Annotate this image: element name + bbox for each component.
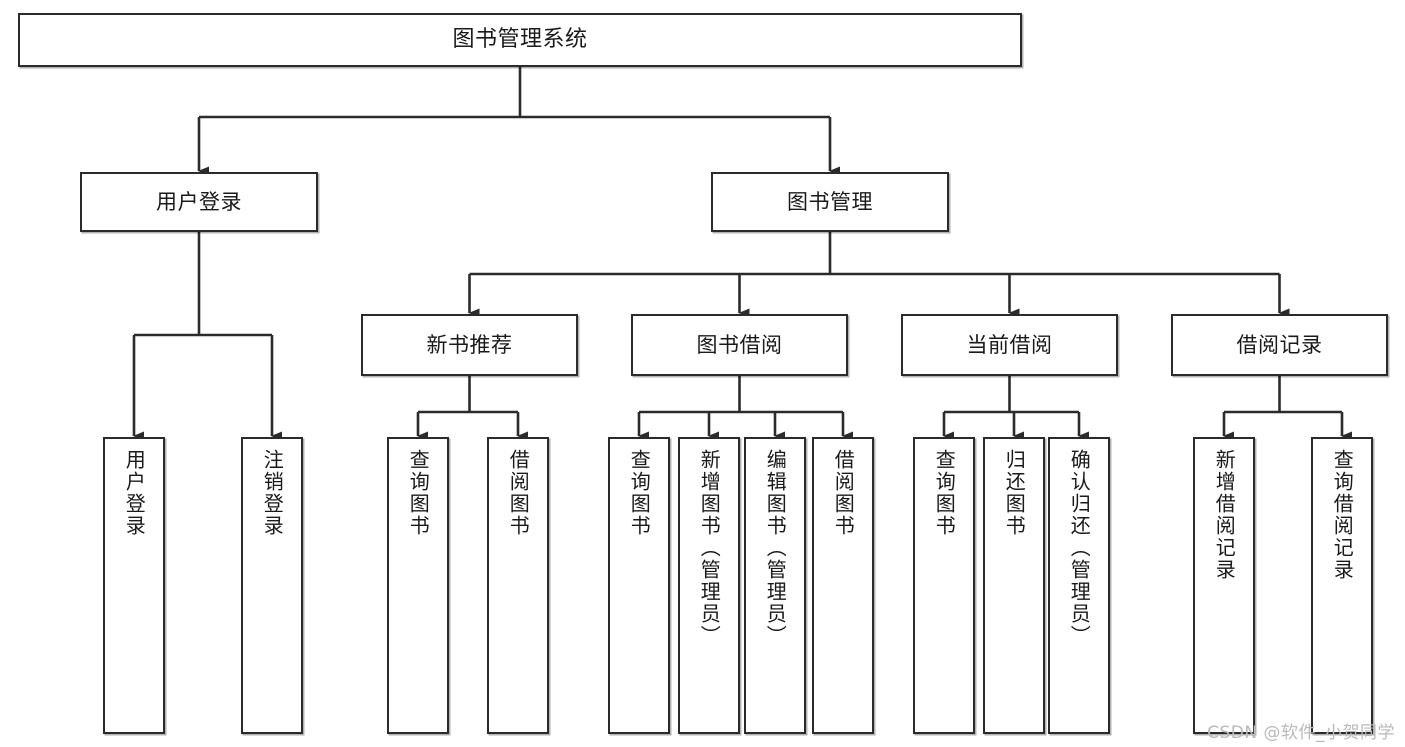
node-leaf-edit-book-label: 编辑图书（管理员） (763, 449, 788, 647)
node-leaf-borrow-book-1-label: 借阅图书 (506, 449, 531, 537)
node-current-borrow[interactable]: 当前借阅 (901, 314, 1118, 376)
node-new-book-recommend[interactable]: 新书推荐 (361, 314, 578, 376)
node-leaf-query-book-2-label: 查询图书 (627, 449, 652, 537)
node-current-borrow-label: 当前借阅 (966, 332, 1053, 357)
node-leaf-query-record-label: 查询借阅记录 (1330, 449, 1355, 581)
node-root-label: 图书管理系统 (452, 27, 588, 53)
node-root[interactable]: 图书管理系统 (18, 13, 1022, 67)
node-leaf-user-login[interactable]: 用户登录 (103, 437, 165, 734)
node-leaf-edit-book[interactable]: 编辑图书（管理员） (744, 437, 806, 734)
node-user-login[interactable]: 用户登录 (80, 172, 318, 232)
node-leaf-borrow-book-2-label: 借阅图书 (831, 449, 856, 537)
node-leaf-user-login-label: 用户登录 (122, 449, 147, 537)
node-leaf-add-book-label: 新增图书（管理员） (697, 449, 722, 647)
node-leaf-add-record-label: 新增借阅记录 (1212, 449, 1237, 581)
node-leaf-borrow-book-1[interactable]: 借阅图书 (487, 437, 549, 734)
node-book-manage[interactable]: 图书管理 (711, 172, 949, 232)
csdn-watermark: CSDN @软件_小贺同学 (1207, 723, 1395, 743)
node-new-book-recommend-label: 新书推荐 (426, 332, 513, 357)
node-leaf-borrow-book-2[interactable]: 借阅图书 (812, 437, 874, 734)
node-leaf-query-book-1[interactable]: 查询图书 (387, 437, 449, 734)
node-book-manage-label: 图书管理 (787, 189, 873, 214)
node-leaf-add-record[interactable]: 新增借阅记录 (1193, 437, 1255, 734)
node-leaf-confirm-return[interactable]: 确认归还（管理员） (1048, 437, 1110, 734)
node-book-borrow[interactable]: 图书借阅 (631, 314, 848, 376)
node-borrow-record[interactable]: 借阅记录 (1171, 314, 1388, 376)
node-leaf-return-book[interactable]: 归还图书 (983, 437, 1045, 734)
node-leaf-query-book-3-label: 查询图书 (932, 449, 957, 537)
node-borrow-record-label: 借阅记录 (1236, 332, 1323, 357)
node-leaf-return-book-label: 归还图书 (1002, 449, 1027, 537)
node-leaf-query-record[interactable]: 查询借阅记录 (1311, 437, 1373, 734)
node-leaf-add-book[interactable]: 新增图书（管理员） (678, 437, 740, 734)
node-leaf-query-book-3[interactable]: 查询图书 (913, 437, 975, 734)
node-leaf-user-logout[interactable]: 注销登录 (241, 437, 303, 734)
node-user-login-label: 用户登录 (156, 189, 242, 214)
node-leaf-query-book-1-label: 查询图书 (406, 449, 431, 537)
node-leaf-query-book-2[interactable]: 查询图书 (608, 437, 670, 734)
node-book-borrow-label: 图书借阅 (696, 332, 783, 357)
node-leaf-user-logout-label: 注销登录 (260, 449, 285, 537)
node-leaf-confirm-return-label: 确认归还（管理员） (1067, 449, 1092, 647)
